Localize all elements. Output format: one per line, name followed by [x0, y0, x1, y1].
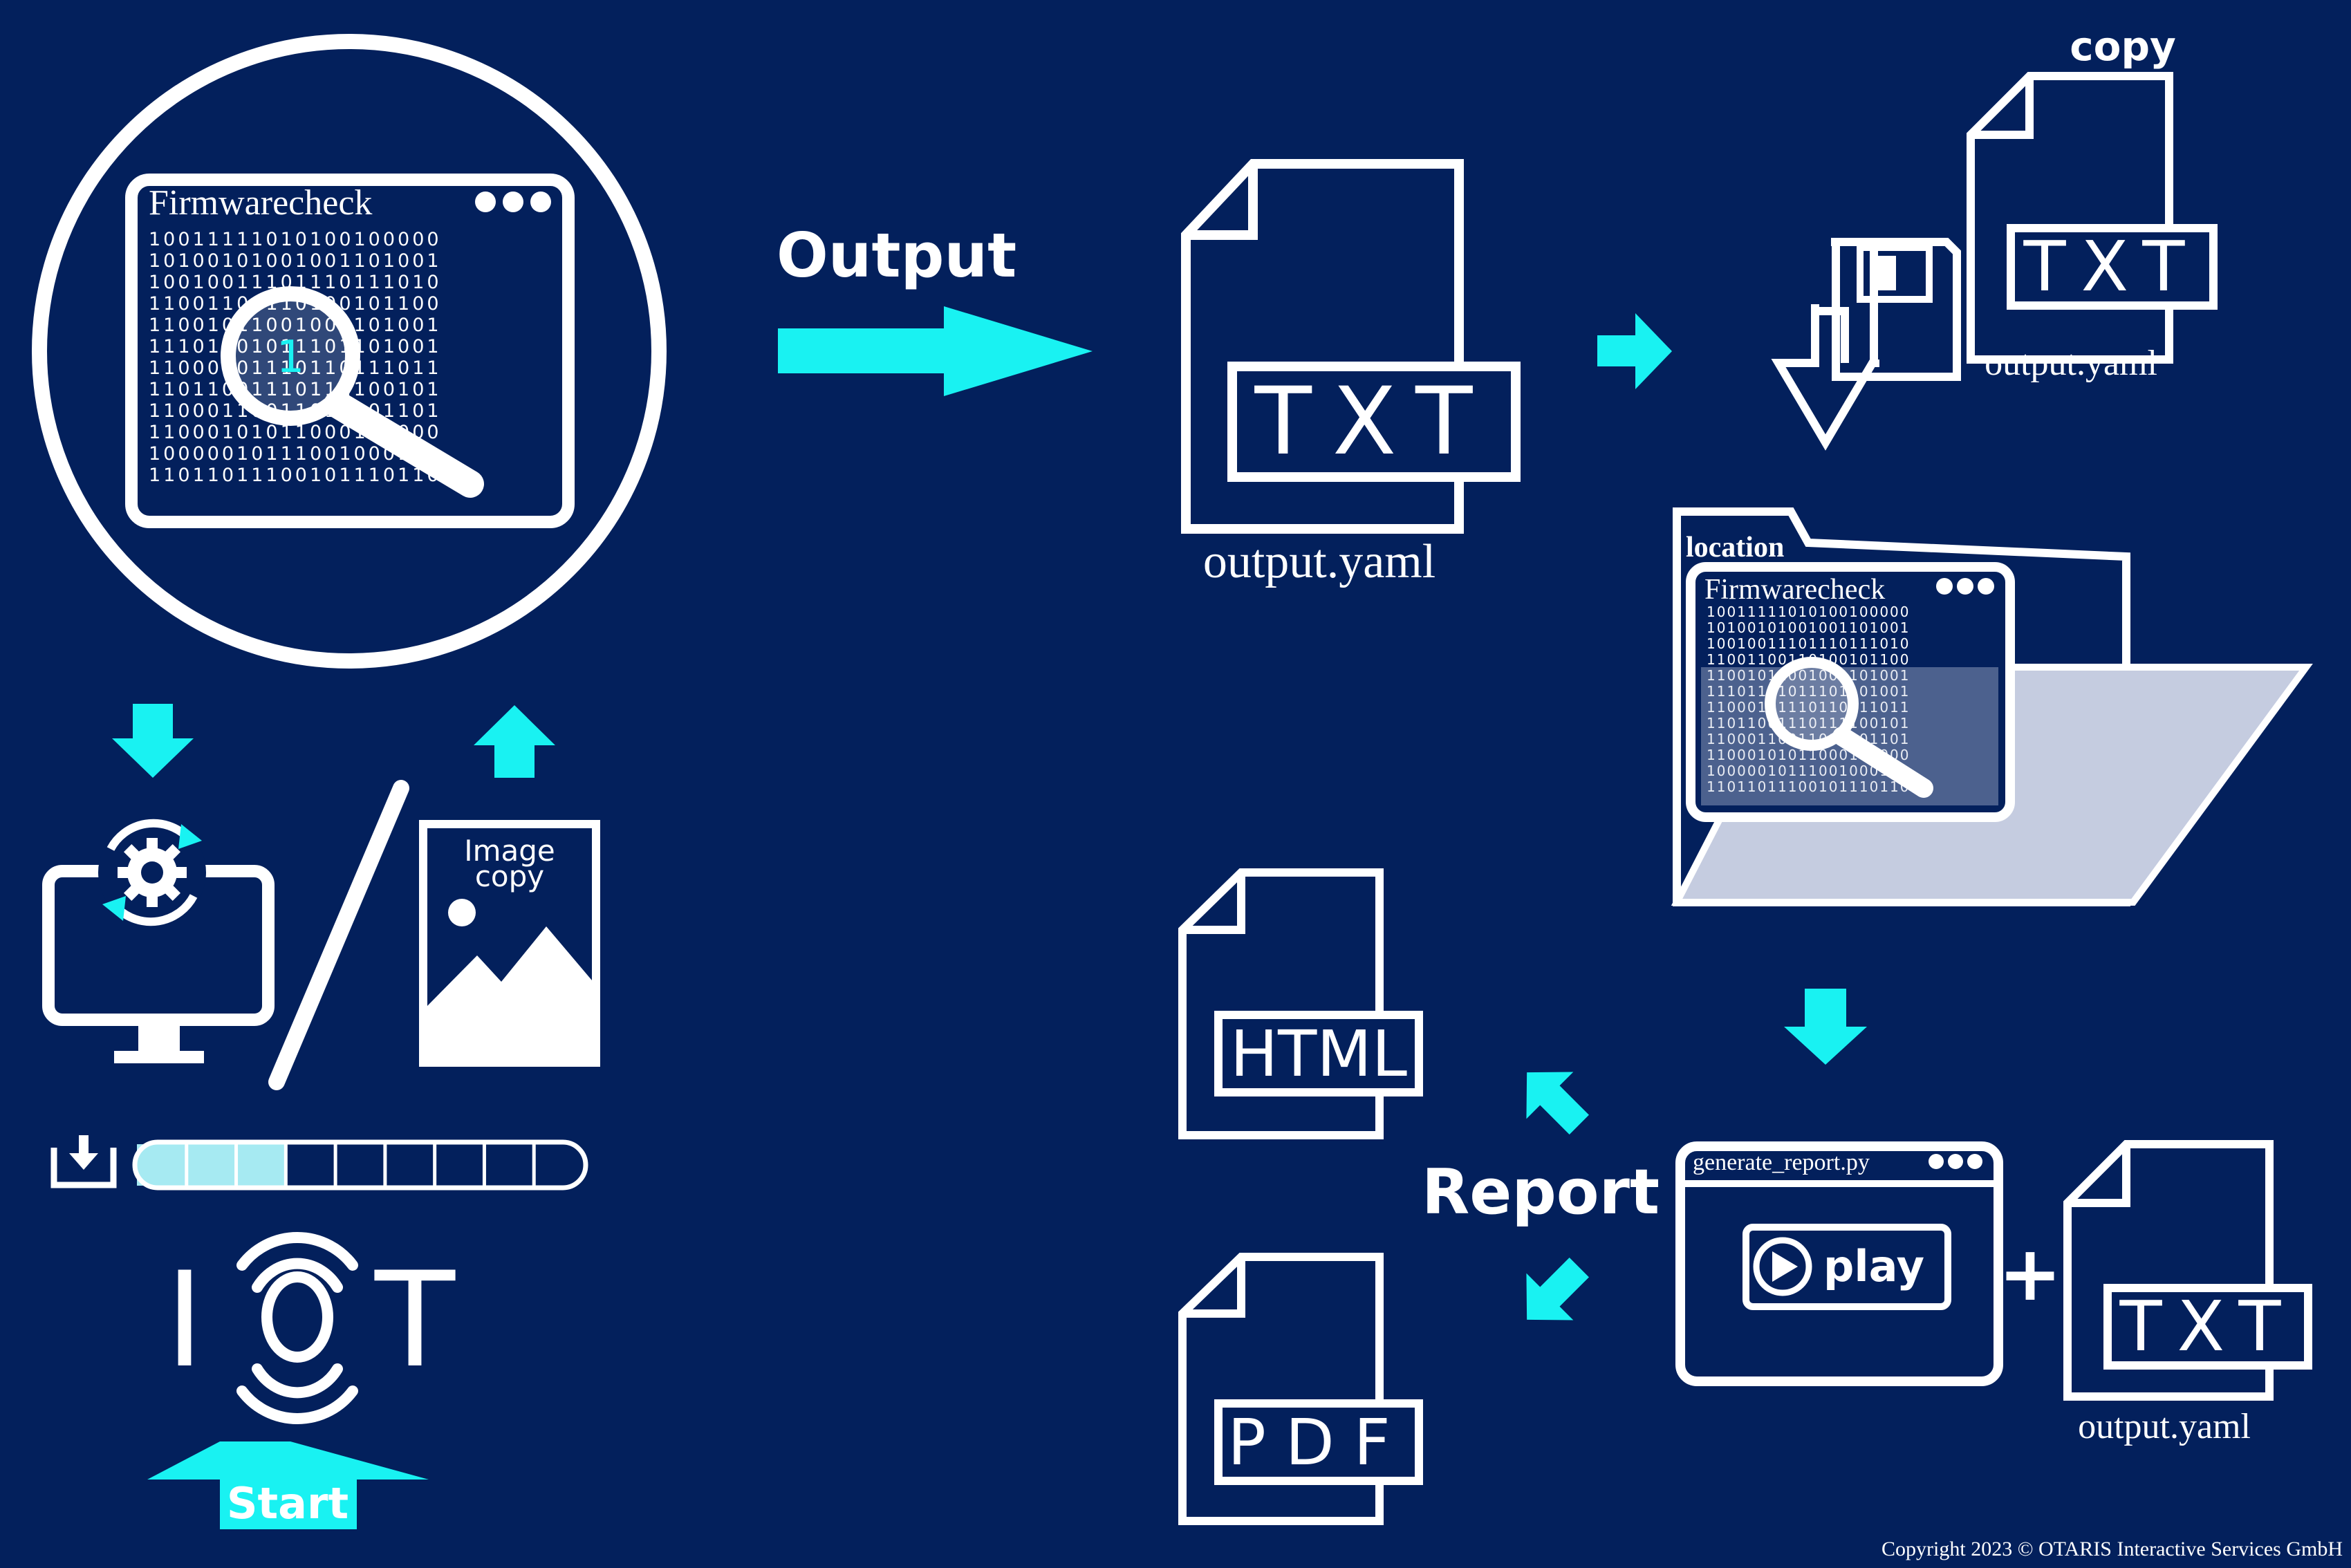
pdf-file-icon: PDF: [1178, 1253, 1423, 1525]
firmwarecheck-scan-icon: Firmwarecheck 10011111010100100000101001…: [32, 34, 667, 669]
progress-bar: [132, 1139, 588, 1191]
folder-window-title: Firmwarecheck: [1704, 574, 1885, 606]
iot-letter-i: I: [165, 1244, 204, 1397]
copy-file-txt-label: TXT: [2023, 226, 2200, 307]
down-arrow-icon: [1784, 989, 1867, 1065]
binary-row: 11000101110110111011: [149, 357, 442, 379]
pdf-file-label: PDF: [1227, 1406, 1409, 1480]
report-label: Report: [1422, 1156, 1660, 1229]
magnifier-icon: [1765, 657, 1933, 798]
report-input-txt-label: TXT: [2119, 1286, 2296, 1367]
play-triangle: [1772, 1251, 1798, 1282]
binary-row: 10100101001001101001: [1707, 619, 1911, 636]
report-html-arrow: [1526, 1072, 1589, 1135]
firmware-window-title: Firmwarecheck: [149, 183, 372, 223]
window-dots-icon: [475, 192, 551, 212]
start-label: Start: [227, 1478, 349, 1529]
progress-frame: [132, 1139, 588, 1191]
floppy-disk-icon: [1832, 238, 1961, 381]
progress-segments: [185, 1144, 536, 1186]
copy-file-name: output.yaml: [1985, 344, 2157, 383]
binary-row: 11001011001001101001: [149, 315, 442, 336]
down-arrow-icon: [112, 704, 194, 778]
play-icon: [1753, 1237, 1812, 1296]
scan-circle: [32, 34, 667, 669]
image-sun: [448, 899, 476, 926]
binary-row: 10010011101110111010: [1707, 635, 1911, 652]
binary-row: 11101101011101101001: [149, 336, 442, 357]
copy-save-group: TXT output.yaml copy: [1771, 23, 2218, 451]
download-icon: [50, 1135, 117, 1188]
image-copy-icon: Image copy: [419, 820, 600, 1067]
copy-label: copy: [2070, 23, 2176, 70]
image-mountains: [427, 926, 592, 1059]
image-copy-label-line2: copy: [475, 859, 544, 893]
play-label: play: [1823, 1241, 1924, 1291]
copy-file-icon: TXT output.yaml: [1967, 72, 2218, 383]
binary-row: 10100101001001101001: [149, 250, 442, 272]
download-arrow-shaft: [1811, 307, 1849, 363]
start-arrow: Start: [147, 1441, 429, 1529]
output-file-txt-label: TXT: [1254, 367, 1493, 476]
folder-icon: location Firmwarecheck 10011111010100100…: [1671, 507, 2313, 906]
binary-row: 11011011100101110110: [1707, 778, 1911, 795]
window-dots-icon: [1929, 1154, 1982, 1169]
output-file-name: output.yaml: [1203, 535, 1435, 588]
to-copy-arrow: [1597, 313, 1672, 389]
html-file-icon: HTML: [1178, 868, 1423, 1139]
separator-slash: [268, 780, 409, 1090]
plus-sign: +: [1998, 1229, 2062, 1318]
binary-row: 11101101011101101001: [1707, 683, 1911, 700]
output-arrow: [778, 306, 1093, 396]
magnifier-digit: 1: [277, 332, 305, 383]
report-input-file-icon: TXT output.yaml: [2063, 1140, 2312, 1446]
output-file-icon: TXT output.yaml: [1181, 159, 1521, 588]
binary-row: 11011001110111100101: [149, 379, 442, 400]
binary-data: 1001111101010010000010100101001001101001…: [149, 229, 442, 486]
script-window-title: generate_report.py: [1693, 1150, 1870, 1175]
copyright-notice: Copyright 2023 © OTARIS Interactive Serv…: [1881, 1538, 2343, 1560]
html-file-label: HTML: [1230, 1017, 1407, 1091]
script-window: generate_report.py play: [1675, 1141, 2003, 1386]
binary-row: 10011111010100100000: [1707, 604, 1911, 620]
antenna-icon: [236, 1232, 358, 1424]
up-arrow-icon: [474, 705, 555, 778]
output-label: Output: [777, 220, 1016, 291]
gear-sync-icon: [98, 819, 206, 926]
binary-row: 11000101110110111011: [1707, 699, 1911, 716]
iot-logo: I T: [165, 1232, 456, 1424]
image-copy-label-line1: Image: [464, 834, 555, 868]
window-dots-icon: [1936, 578, 1994, 595]
report-pdf-arrow: [1526, 1258, 1589, 1320]
folder-location-label: location: [1686, 532, 1784, 563]
binary-row: 11001011001001101001: [1707, 667, 1911, 684]
magnifier-icon: 1: [221, 286, 484, 498]
binary-row: 11011001110111100101: [1707, 715, 1911, 731]
iot-letter-t: T: [374, 1244, 456, 1397]
binary-row: 10011111010100100000: [149, 229, 442, 250]
binary-row: 11011011100101110110: [149, 465, 442, 486]
report-input-file-name: output.yaml: [2078, 1407, 2251, 1446]
progress-fill: [137, 1144, 284, 1186]
